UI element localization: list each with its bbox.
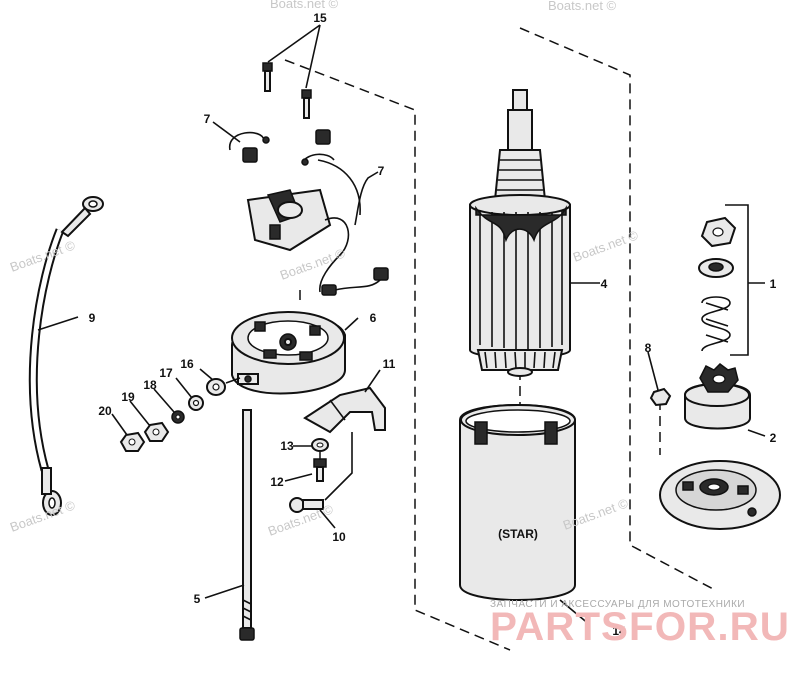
callout-13: 13 (280, 439, 294, 453)
housing-stamp: (STAR) (498, 527, 538, 541)
assembly-guide-endcap (284, 59, 511, 651)
callout-20: 20 (98, 404, 112, 418)
leader-lines (37, 24, 766, 626)
assembly-guide-armature (519, 27, 716, 591)
callout-16: 16 (180, 357, 194, 371)
pinion-washer-part-1 (698, 258, 734, 278)
callout-9: 9 (89, 311, 96, 325)
watermarks: Boats.net © Boats.net © Boats.net © Boat… (8, 0, 790, 649)
callout-17: 17 (159, 366, 173, 380)
callout-6: 6 (370, 311, 377, 325)
cable-part-9 (28, 196, 104, 516)
callout-7-left: 7 (204, 112, 211, 126)
callout-10: 10 (332, 530, 346, 544)
retainer-part-8 (649, 387, 672, 407)
callout-14: 14 (612, 624, 626, 638)
pinion-nut-part-1 (700, 216, 737, 248)
callout-15: 15 (313, 11, 327, 25)
armature-part-4 (469, 89, 571, 377)
callout-19: 19 (121, 390, 135, 404)
callout-8: 8 (645, 341, 652, 355)
callout-7-right: 7 (378, 164, 385, 178)
brush-lead-connector (321, 267, 389, 296)
bolt-part-12 (313, 458, 327, 482)
brush-spring-part-7-left (229, 131, 270, 163)
pinion-spring-part-1 (701, 296, 731, 352)
callout-1: 1 (770, 277, 777, 291)
screw-part-15-left (262, 62, 273, 92)
boats-watermark-top: Boats.net © (270, 0, 339, 11)
nut-part-19 (143, 421, 170, 442)
washer-part-18 (171, 410, 185, 424)
shop-tagline-watermark: ЗАПЧАСТИ И АКСЕССУАРЫ ДЛЯ МОТОТЕХНИКИ (490, 599, 745, 610)
callout-labels: 15 7 7 1 4 8 2 6 11 9 16 17 18 19 20 13 … (89, 11, 777, 638)
boats-watermark-top-right: Boats.net © (548, 0, 617, 13)
screw-part-15-right (301, 89, 312, 119)
brush-spring-part-7-right (301, 129, 335, 166)
end-cap-part-6 (231, 311, 346, 395)
callout-4: 4 (601, 277, 608, 291)
callout-2: 2 (770, 431, 777, 445)
stud-guide (225, 377, 241, 384)
shop-brand-watermark: PARTSFOR.RU (490, 605, 790, 649)
through-bolt-part-5 (239, 409, 255, 641)
nut-part-20 (119, 431, 146, 452)
callout-18: 18 (143, 378, 157, 392)
washer-part-17 (188, 395, 204, 411)
callout-12: 12 (270, 475, 284, 489)
housing-part-14: (STAR) (459, 404, 576, 601)
bracket-part-11 (303, 386, 386, 434)
brush-holder (246, 159, 361, 293)
callout-5: 5 (194, 592, 201, 606)
callout-11: 11 (383, 357, 396, 371)
bolt-part-10 (289, 497, 324, 513)
drive-end-plate (659, 460, 781, 530)
washer-part-16 (206, 378, 226, 396)
boats-watermark-center: Boats.net © (278, 245, 348, 283)
pinion-drive-part-2 (684, 363, 751, 430)
nut-part-13 (311, 438, 329, 452)
